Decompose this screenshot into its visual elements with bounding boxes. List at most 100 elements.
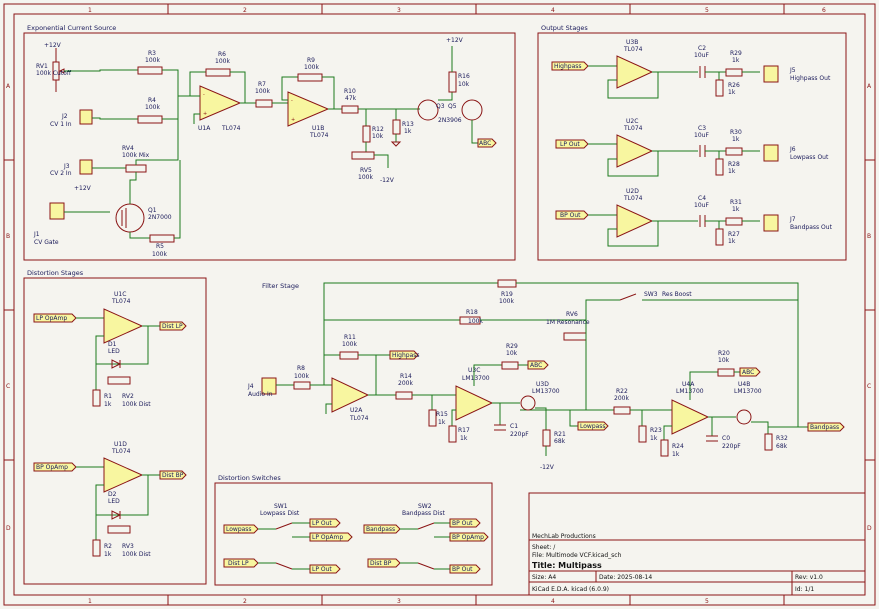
value-rv6: 1M Resonance [546,319,590,326]
sheet-id: Id: 1/1 [795,586,814,593]
net-label-bp-opamp: BP OpAmp [36,464,68,471]
ref-r5: R5 [156,243,164,250]
value-r15: 1k [438,419,446,426]
net-label-bp-out: BP Out [452,566,473,573]
block-title: Filter Stage [262,282,299,290]
value-r16: 10k [458,81,470,88]
value-r21: 68k [554,438,566,445]
ref-j5: J5 [789,67,796,74]
value-r9: 100k [304,64,319,71]
net-label-bp-opamp: BP OpAmp [452,534,484,541]
net-label-dist-bp: Dist BP [162,472,184,479]
ref-c1: C1 [510,423,518,430]
value-rv4: 100k Mix [122,152,150,159]
ref-sw1: SW1 [274,503,288,510]
ref-r29f: R29 [506,343,518,350]
output-stages-block: Output Stages Highpass U3B TL074 C2 10uF… [537,24,847,261]
ref-u1a: U1A [198,125,211,132]
ref-r17: R17 [458,427,470,434]
value-r10: 47k [345,95,357,102]
col-label: 5 [705,598,709,605]
ref-r13: R13 [402,121,414,128]
col-label: 1 [88,7,92,14]
net-label-highpass: Highpass [554,63,582,70]
value-rv5: 100k [358,174,373,181]
power-label: +12V [44,42,62,49]
sheet-date: Date: 2025-08-14 [599,574,652,581]
row-label: A [6,83,11,90]
ref-r9: R9 [307,57,315,64]
ref-rv5: RV5 [360,167,372,174]
net-label-abc: ABC [742,369,754,376]
ref-c4: C4 [698,195,706,202]
sheet-path: Sheet: / [532,544,556,551]
block-title: Distortion Stages [27,269,84,277]
value-c1: 220pF [510,431,529,438]
value-r14: 200k [398,380,413,387]
value-r31: 1k [732,206,740,213]
net-label-bp-out: BP Out [560,212,581,219]
sheet-rev: Rev: v1.0 [795,574,823,581]
ref-r18: R18 [466,309,478,316]
col-label: 3 [397,7,401,14]
value-r24: 1k [672,451,680,458]
ref-u4b: U4B [738,381,750,388]
ref-j3: J3 [63,163,70,170]
net-label-lp-out: LP Out [312,566,332,573]
power-label: -12V [380,177,395,184]
ref-r22: R22 [616,388,628,395]
ref-j4: J4 [247,383,254,390]
value-u1c: TL074 [111,298,131,305]
ref-j6: J6 [789,146,796,153]
ref-r29: R29 [730,50,742,57]
value-c2: 10uF [694,52,709,59]
ref-u2a: U2A [350,407,363,414]
net-label-bandpass: Bandpass [366,526,395,533]
value-r6: 100k [215,58,230,65]
ref-rv6: RV6 [566,311,578,318]
value-u1a: TL074 [221,125,241,132]
ref-r14: R14 [400,373,412,380]
value-rv3: 100k Dist [122,551,151,558]
col-label: 4 [551,7,555,14]
row-label: C [867,383,871,390]
exp-current-source-block: Exponential Current Source +12V RV1 100k… [23,24,516,261]
distortion-switches-block: Distortion Switches SW1 Lowpass Dist Low… [214,474,493,586]
value-u4b: LM13700 [734,388,762,395]
value-u3c: LM13700 [462,375,490,382]
col-label: 3 [397,598,401,605]
value-u3b: TL074 [623,46,643,53]
value-c3: 10uF [694,132,709,139]
col-label: 6 [822,7,826,14]
value-j7: Bandpass Out [790,224,833,231]
net-label-abc: ABC [530,362,542,369]
value-r13: 1k [404,128,412,135]
ref-rv4: RV4 [122,145,134,152]
block-title: Distortion Switches [218,474,281,482]
row-label: C [6,383,10,390]
ref-r32: R32 [776,435,788,442]
col-label: 4 [551,598,555,605]
net-label-lowpass: Lowpass [226,526,252,533]
value-r11: 100k [342,341,357,348]
ref-r1: R1 [104,393,112,400]
svg-text:+: + [291,117,295,123]
ref-j1: J1 [33,231,40,238]
sheet-inner-border [13,13,866,596]
ref-u1b: U1B [312,125,324,132]
value-r7: 100k [255,88,270,95]
col-label: 5 [705,7,709,14]
value-u2d: TL074 [623,195,643,202]
value-r18: 100k [468,318,483,325]
value-j3: CV 2 In [50,170,72,177]
col-label: 2 [243,7,247,14]
value-d1: LED [108,348,120,355]
ref-r2: R2 [104,543,112,550]
ref-u3d: U3D [536,381,549,388]
value-r22: 200k [614,395,629,402]
power-label: +12V [74,185,92,192]
net-label-lp-opamp: LP OpAmp [312,534,343,541]
title-block: MechLab Productions Sheet: / File: Multi… [528,492,866,596]
value-rv1: 100k Cutoff [36,70,72,77]
